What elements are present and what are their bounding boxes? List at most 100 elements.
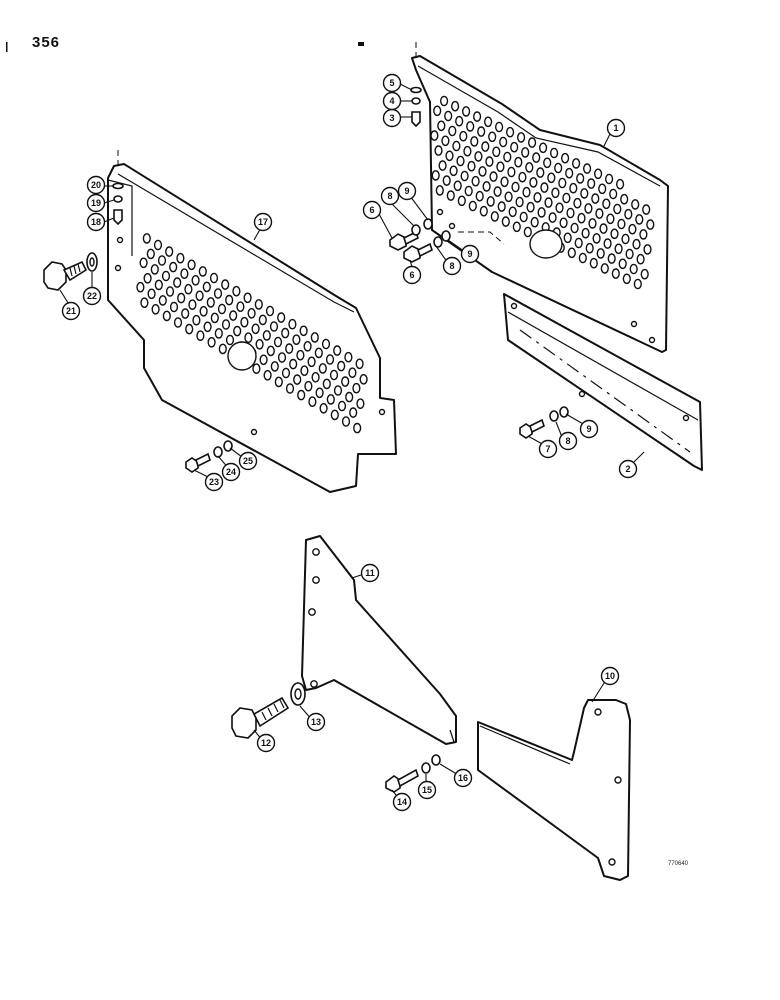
perforation-hole — [566, 207, 575, 219]
perforation-hole — [214, 328, 223, 339]
perforation-hole — [445, 150, 454, 162]
perforation-hole — [147, 288, 156, 300]
perforation-hole — [577, 212, 586, 224]
perforation-hole — [446, 190, 455, 201]
center-hole-part-1 — [529, 229, 563, 259]
perforation-hole — [195, 290, 204, 302]
callout-label: 25 — [243, 456, 253, 466]
perforation-hole — [618, 258, 627, 270]
perforation-hole — [199, 305, 208, 317]
perforation-hole — [348, 367, 357, 379]
callout-label: 22 — [87, 291, 97, 301]
perforation-hole — [482, 181, 491, 192]
callout-label: 7 — [545, 444, 550, 454]
perforation-hole — [142, 233, 151, 244]
perforation-hole — [604, 173, 614, 185]
perforation-hole — [333, 345, 342, 356]
perforation-hole — [229, 310, 238, 321]
perforation-hole — [356, 398, 365, 410]
perforation-hole — [265, 305, 275, 317]
perforation-hole — [507, 166, 516, 178]
callout-20: 20 — [86, 175, 106, 195]
perforation-hole — [158, 295, 167, 306]
perforation-hole — [213, 288, 223, 299]
perforation-hole — [460, 170, 469, 182]
perforation-hole — [511, 181, 520, 193]
perforation-hole — [326, 394, 335, 405]
callout-4: 4 — [382, 91, 402, 111]
perforation-hole — [560, 152, 570, 164]
callout-label: 23 — [209, 477, 219, 487]
perforation-hole — [457, 195, 466, 207]
bolt-21 — [43, 260, 88, 291]
perforation-hole — [554, 162, 563, 174]
perforation-hole — [430, 130, 439, 141]
perforation-hole — [191, 274, 200, 286]
perforation-hole — [615, 178, 625, 190]
perforation-hole — [549, 147, 559, 159]
perforation-hole — [481, 141, 490, 152]
perforation-hole — [292, 334, 301, 346]
perforation-hole — [207, 336, 216, 348]
perforation-hole — [489, 171, 498, 182]
perforation-hole — [269, 321, 279, 332]
bracket-part-10 — [477, 699, 631, 881]
perforation-hole — [448, 125, 457, 137]
perforation-hole — [496, 161, 505, 173]
callout-6-lower: 6 — [402, 265, 422, 285]
perforation-hole — [196, 330, 205, 342]
perforation-hole — [593, 168, 603, 180]
perforation-hole — [570, 222, 579, 234]
perforation-hole — [490, 211, 499, 222]
perforation-hole — [493, 186, 502, 197]
perforation-hole — [442, 175, 451, 186]
perforation-hole — [497, 201, 506, 212]
perforation-hole — [277, 352, 287, 363]
perforation-hole — [136, 281, 145, 293]
perforation-hole — [359, 373, 368, 385]
perforation-hole — [468, 200, 477, 212]
callout-label: 10 — [605, 671, 615, 681]
perforation-hole — [591, 193, 600, 204]
callout-label: 12 — [261, 738, 271, 748]
perforation-hole — [143, 272, 152, 284]
perforation-hole — [551, 187, 560, 199]
perforation-hole — [631, 199, 640, 210]
perforation-hole — [628, 223, 637, 235]
callout-label: 17 — [258, 217, 268, 227]
perforation-hole — [315, 387, 324, 399]
perforation-hole — [474, 151, 483, 162]
perforation-hole — [642, 204, 651, 215]
callout-3: 3 — [382, 108, 402, 128]
perforation-hole — [206, 297, 215, 308]
perforation-hole — [188, 299, 197, 311]
callout-21: 21 — [61, 301, 81, 321]
perforation-hole — [173, 277, 182, 288]
perforation-hole — [177, 292, 186, 304]
washer-13 — [290, 682, 306, 706]
perforation-hole — [624, 208, 633, 220]
perforation-hole — [453, 180, 462, 192]
callout-label: 21 — [66, 306, 76, 316]
perforation-hole — [486, 196, 495, 207]
perforation-hole — [355, 358, 364, 370]
callout-12: 12 — [256, 733, 276, 753]
perforation-hole — [573, 197, 582, 209]
perforation-hole — [345, 391, 354, 403]
washer-22 — [86, 252, 98, 272]
callout-label: 9 — [467, 249, 472, 259]
perforation-hole — [464, 185, 473, 197]
perforation-hole — [451, 100, 460, 112]
callout-7: 7 — [538, 439, 558, 459]
perforation-hole — [258, 314, 267, 326]
perforation-hole — [558, 177, 567, 189]
perforation-hole — [610, 228, 619, 240]
callout-8-upper: 8 — [380, 186, 400, 206]
perforation-hole — [176, 252, 185, 264]
callout-label: 2 — [625, 464, 630, 474]
perforation-hole — [530, 216, 539, 228]
callout-label: 15 — [422, 785, 432, 795]
perforation-hole — [288, 318, 297, 330]
perforation-hole — [538, 142, 548, 154]
